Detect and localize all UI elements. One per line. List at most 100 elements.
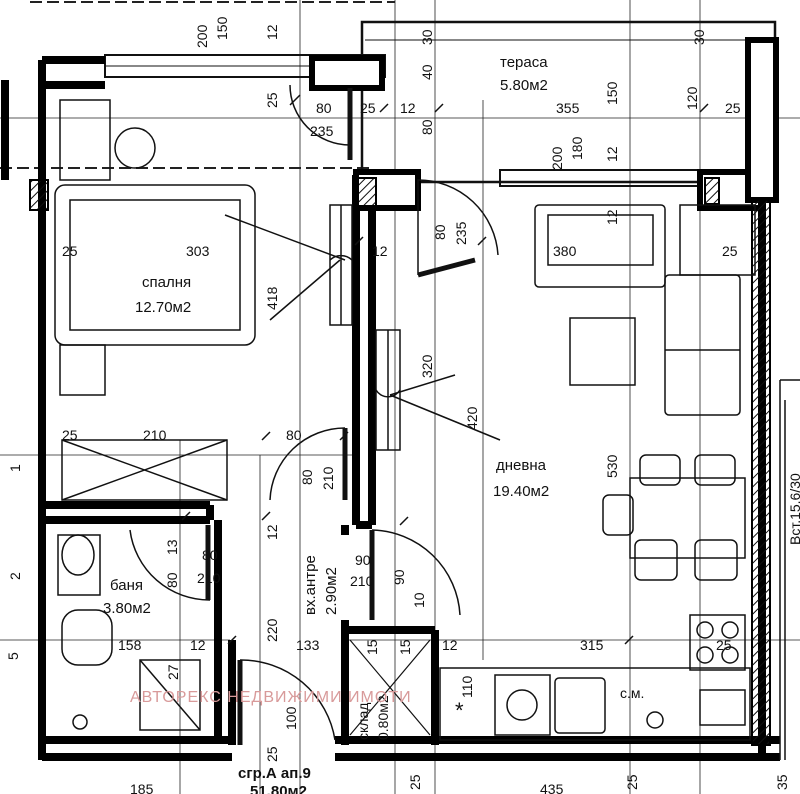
dim: 25 <box>725 100 741 116</box>
dim: 15 <box>364 639 380 655</box>
hall-name: вх.антре <box>302 555 319 615</box>
dim: 12 <box>264 524 280 540</box>
bedroom-furniture <box>54 99 346 501</box>
dim: 235 <box>453 221 469 245</box>
dim: 235 <box>310 123 334 139</box>
bathroom-area: 3.80м2 <box>103 600 151 617</box>
dim: 210 <box>350 573 374 589</box>
apartment-number: сгр.А ап.9 <box>238 765 311 782</box>
dim: 5 <box>5 652 21 660</box>
watermark: АВТОРЕКС НЕДВИЖИМИ ИМОТИ <box>130 689 412 706</box>
closet-area: 0.80м2 <box>375 695 391 740</box>
dim: 15 <box>397 639 413 655</box>
room-labels: тераса 5.80м2 спалня 12.70м2 дневна 19.4… <box>103 54 549 740</box>
dim: 25 <box>360 100 376 116</box>
dim: 25 <box>624 774 640 790</box>
dim: 25 <box>716 637 732 653</box>
dim: 133 <box>296 637 320 653</box>
dim: 418 <box>264 286 280 310</box>
dim: 12 <box>400 100 416 116</box>
closet-cross <box>349 639 431 736</box>
dim: 30 <box>419 29 435 45</box>
dim: 12 <box>604 209 620 225</box>
bedroom-area: 12.70м2 <box>135 299 191 316</box>
dimension-ticks <box>181 94 709 645</box>
terrace-name: тераса <box>500 54 548 71</box>
dim: 210 <box>320 466 336 490</box>
dim: 25 <box>722 243 738 259</box>
dim: 150 <box>604 81 620 105</box>
closet-name: склад <box>355 703 371 740</box>
stair-note: Вст.15.6/30 <box>787 473 800 545</box>
dim: 12 <box>264 24 280 40</box>
dim: 120 <box>684 86 700 110</box>
bathroom-fixtures <box>57 534 201 731</box>
dim: 80 <box>299 469 315 485</box>
dim: 100 <box>283 706 299 730</box>
dim: 200 <box>549 146 565 170</box>
staircase <box>779 379 800 760</box>
dim: 40 <box>419 64 435 80</box>
dim: 30 <box>691 29 707 45</box>
hatched-pillar-2 <box>704 177 720 205</box>
dim: 12 <box>604 146 620 162</box>
dim: 303 <box>186 243 210 259</box>
bathroom-name: баня <box>110 577 143 594</box>
walls <box>1 37 780 761</box>
hatched-wall <box>751 199 771 746</box>
dim: 80 <box>419 119 435 135</box>
dim: 12 <box>190 637 206 653</box>
dim: 80 <box>432 224 448 240</box>
dim: 380 <box>553 243 577 259</box>
dim: 80 <box>202 547 218 563</box>
terrace-area: 5.80м2 <box>500 77 548 94</box>
dim: 25 <box>62 243 78 259</box>
dim: 13 <box>164 539 180 555</box>
dim: 27 <box>165 664 181 680</box>
dim: 80 <box>286 427 302 443</box>
dim: 315 <box>580 637 604 653</box>
dim: 200 <box>194 24 210 48</box>
bedroom-name: спалня <box>142 274 191 291</box>
dim: 320 <box>419 354 435 378</box>
dim: 80 <box>316 100 332 116</box>
dim: 210 <box>143 427 167 443</box>
dishwasher-label: с.м. <box>620 685 644 701</box>
dim: 25 <box>407 774 423 790</box>
dim: 1 <box>7 464 23 472</box>
dim: 12 <box>372 243 388 259</box>
apartment-area: 51.80м2 <box>250 783 307 794</box>
dim: 12 <box>442 637 458 653</box>
dim: 35 <box>774 774 790 790</box>
hatched-pillar <box>357 177 377 207</box>
hall-area: 2.90м2 <box>323 567 340 615</box>
dim: 435 <box>540 781 564 794</box>
dim: 180 <box>569 136 585 160</box>
living-area: 19.40м2 <box>493 483 549 500</box>
dim: 158 <box>118 637 142 653</box>
dim: 220 <box>264 618 280 642</box>
dim: 90 <box>391 569 407 585</box>
dim: 150 <box>214 16 230 40</box>
dashed-lines <box>0 1 395 169</box>
doors <box>129 84 499 745</box>
dim: 25 <box>62 427 78 443</box>
star-symbol: * <box>455 698 464 723</box>
dim: 530 <box>604 454 620 478</box>
kitchen <box>439 614 751 741</box>
wardrobes <box>329 204 401 451</box>
living-name: дневна <box>496 457 547 474</box>
dim: 80 <box>164 572 180 588</box>
dim: 420 <box>464 406 480 430</box>
dim: 25 <box>264 746 280 762</box>
living-furniture <box>389 204 756 581</box>
dim: 110 <box>459 675 475 698</box>
dim: 355 <box>556 100 580 116</box>
apartment-title: сгр.А ап.9 51.80м2 <box>238 765 311 794</box>
dim: 185 <box>130 781 154 794</box>
dim: 2 <box>7 572 23 580</box>
dim: 210 <box>197 570 221 586</box>
dim: 25 <box>264 92 280 108</box>
